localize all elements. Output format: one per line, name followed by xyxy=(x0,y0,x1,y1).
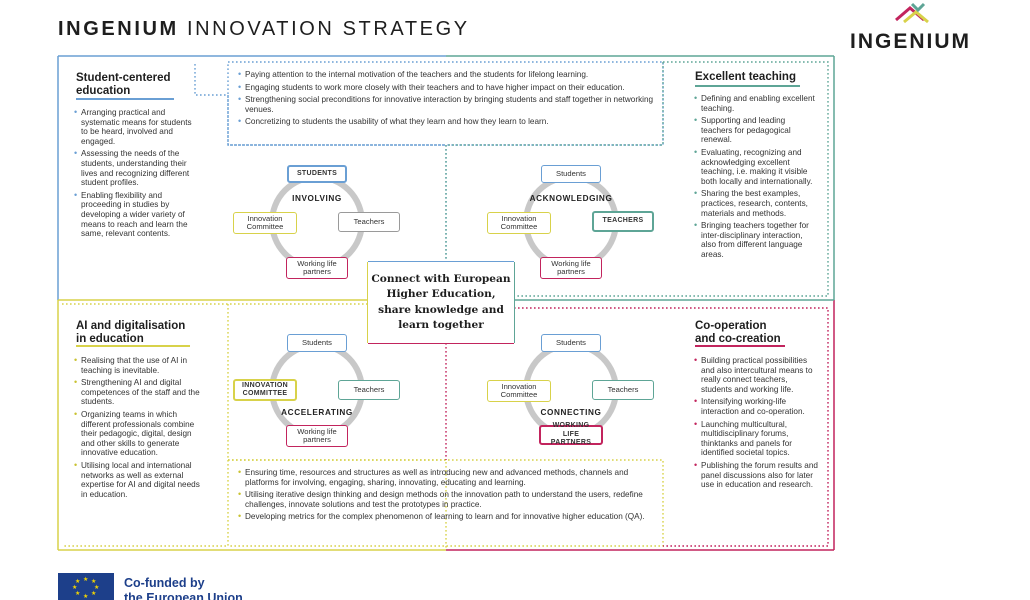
list-item: Paying attention to the internal motivat… xyxy=(238,70,658,80)
svg-text:★: ★ xyxy=(91,578,96,585)
list-item: Arranging practical and systematic means… xyxy=(74,108,192,146)
top-list: Paying attention to the internal motivat… xyxy=(238,70,658,130)
list-item: Ensuring time, resources and structures … xyxy=(238,468,658,487)
eu-cofunded-text: Co-funded by the European Union xyxy=(124,576,243,600)
center-line2: Higher Education, xyxy=(386,288,496,300)
center-line4: learn together xyxy=(398,319,484,331)
node-bottom: WORKING LIFE PARTNERS xyxy=(539,422,603,446)
svg-text:★: ★ xyxy=(94,584,99,591)
ai-list: Realising that the use of AI in teaching… xyxy=(74,356,200,502)
coop-section-title: Co-operation and co-creation xyxy=(695,320,781,346)
ingenium-logo: INGENIUM xyxy=(850,0,990,54)
center-message: Connect with European Higher Education, … xyxy=(368,262,514,343)
list-item: Evaluating, recognizing and acknowledgin… xyxy=(694,148,818,186)
teaching-section-title: Excellent teaching xyxy=(695,71,796,83)
node-right: Teachers xyxy=(338,380,400,400)
node-bottom: Working life partners xyxy=(286,425,348,447)
page-title-thin: INNOVATION STRATEGY xyxy=(178,18,470,40)
cycle-label: CONNECTING xyxy=(540,408,602,417)
ai-title-line1: AI and digitalisation xyxy=(76,320,186,332)
node-left: Innovation Committee xyxy=(487,212,551,234)
coop-title-line2: and co-creation xyxy=(695,333,781,345)
list-item: Concretizing to students the usability o… xyxy=(238,117,658,127)
student-title-line2: education xyxy=(76,85,131,97)
list-item: Enabling flexibility and proceeding in s… xyxy=(74,191,192,239)
node-top: STUDENTS xyxy=(287,165,347,183)
logo-chevron-icon xyxy=(895,2,929,24)
node-top: Students xyxy=(541,165,601,183)
list-item: Strengthening AI and digital competences… xyxy=(74,378,200,407)
list-item: Realising that the use of AI in teaching… xyxy=(74,356,200,375)
center-line3: share knowledge and xyxy=(378,303,504,316)
ai-title-line2: in education xyxy=(76,333,144,345)
node-bottom: Working life partners xyxy=(286,257,348,279)
list-item: Developing metrics for the complex pheno… xyxy=(238,512,658,522)
teaching-list: Defining and enabling excellent teaching… xyxy=(694,94,818,263)
node-left: Innovation Committee xyxy=(233,212,297,234)
svg-text:★: ★ xyxy=(83,576,88,583)
svg-text:★: ★ xyxy=(75,578,80,585)
student-section-title: Student-centered education xyxy=(76,72,171,98)
node-top: Students xyxy=(541,334,601,352)
page-title: INGENIUM INNOVATION STRATEGY xyxy=(58,18,470,41)
node-right: Teachers xyxy=(592,380,654,400)
coop-list: Building practical possibilities and als… xyxy=(694,356,818,493)
list-item: Bringing teachers together for inter-dis… xyxy=(694,221,818,259)
coop-title-line1: Co-operation xyxy=(695,320,767,332)
list-item: Building practical possibilities and als… xyxy=(694,356,818,394)
node-left: INNOVATION COMMITTEE xyxy=(233,379,297,401)
footer-line1: Co-funded by xyxy=(124,576,205,590)
svg-text:★: ★ xyxy=(83,593,88,600)
list-item: Utilising iterative design thinking and … xyxy=(238,490,658,509)
node-bottom: Working life partners xyxy=(540,257,602,279)
list-item: Sharing the best examples, practices, re… xyxy=(694,189,818,218)
ai-section-title: AI and digitalisation in education xyxy=(76,320,185,346)
svg-text:★: ★ xyxy=(72,584,77,591)
list-item: Defining and enabling excellent teaching… xyxy=(694,94,818,113)
svg-text:★: ★ xyxy=(75,590,80,597)
node-top: Students xyxy=(287,334,347,352)
list-item: Intensifying working-life interaction an… xyxy=(694,397,818,416)
list-item: Strengthening social preconditions for i… xyxy=(238,95,658,114)
bottom-list: Ensuring time, resources and structures … xyxy=(238,468,658,525)
svg-text:★: ★ xyxy=(91,590,96,597)
list-item: Organizing teams in which different prof… xyxy=(74,410,200,458)
list-item: Assessing the needs of the students, und… xyxy=(74,149,192,187)
student-list: Arranging practical and systematic means… xyxy=(74,108,192,242)
cycle-label: INVOLVING xyxy=(292,194,342,203)
cycle-label: ACCELERATING xyxy=(281,408,353,417)
list-item: Supporting and leading teachers for peda… xyxy=(694,116,818,145)
page-title-bold: INGENIUM xyxy=(58,18,179,40)
node-right: TEACHERS xyxy=(592,211,654,232)
eu-flag-icon: ★ ★ ★ ★ ★ ★ ★ ★ xyxy=(58,573,114,600)
list-item: Publishing the forum results and panel d… xyxy=(694,461,818,490)
cycle-label: ACKNOWLEDGING xyxy=(529,194,613,203)
list-item: Launching multicultural, multidisciplina… xyxy=(694,420,818,458)
list-item: Utilising local and international networ… xyxy=(74,461,200,499)
center-line1: Connect with European xyxy=(371,272,511,285)
node-left: Innovation Committee xyxy=(487,380,551,402)
logo-wordmark: INGENIUM xyxy=(850,30,971,53)
list-item: Engaging students to work more closely w… xyxy=(238,83,658,93)
node-right: Teachers xyxy=(338,212,400,232)
student-title-line1: Student-centered xyxy=(76,72,171,84)
footer-line2: the European Union xyxy=(124,591,243,600)
